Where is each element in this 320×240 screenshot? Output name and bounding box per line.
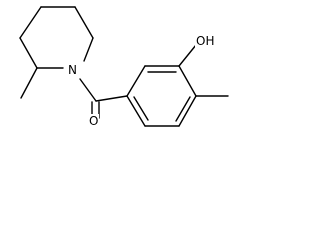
carbonyl-oxygen-label: O [88, 114, 100, 128]
bond-ar-1 [126, 65, 146, 97]
bond-ar-4 [178, 95, 197, 127]
bond-ar-inner-3 [133, 96, 149, 121]
molecule-structure-diagram: OH N O [0, 0, 246, 151]
bond-hydroxyl [178, 44, 197, 67]
bond-ar-inner-2 [175, 96, 191, 122]
bond-ar-3 [178, 65, 197, 97]
bond-ar-6 [126, 95, 146, 127]
bond-drawing [19, 6, 229, 127]
bond-pip-3 [83, 37, 94, 62]
nitrogen-label: N [67, 63, 78, 77]
bond-carbonyl-aryl [95, 95, 128, 102]
bond-pip-5 [19, 37, 38, 69]
bond-n-carbonyl [79, 78, 97, 102]
hydroxyl-label: OH [195, 34, 216, 48]
bond-pip-2 [74, 6, 94, 39]
bond-pip-methyl [20, 67, 38, 99]
bond-pip-6 [19, 6, 42, 39]
